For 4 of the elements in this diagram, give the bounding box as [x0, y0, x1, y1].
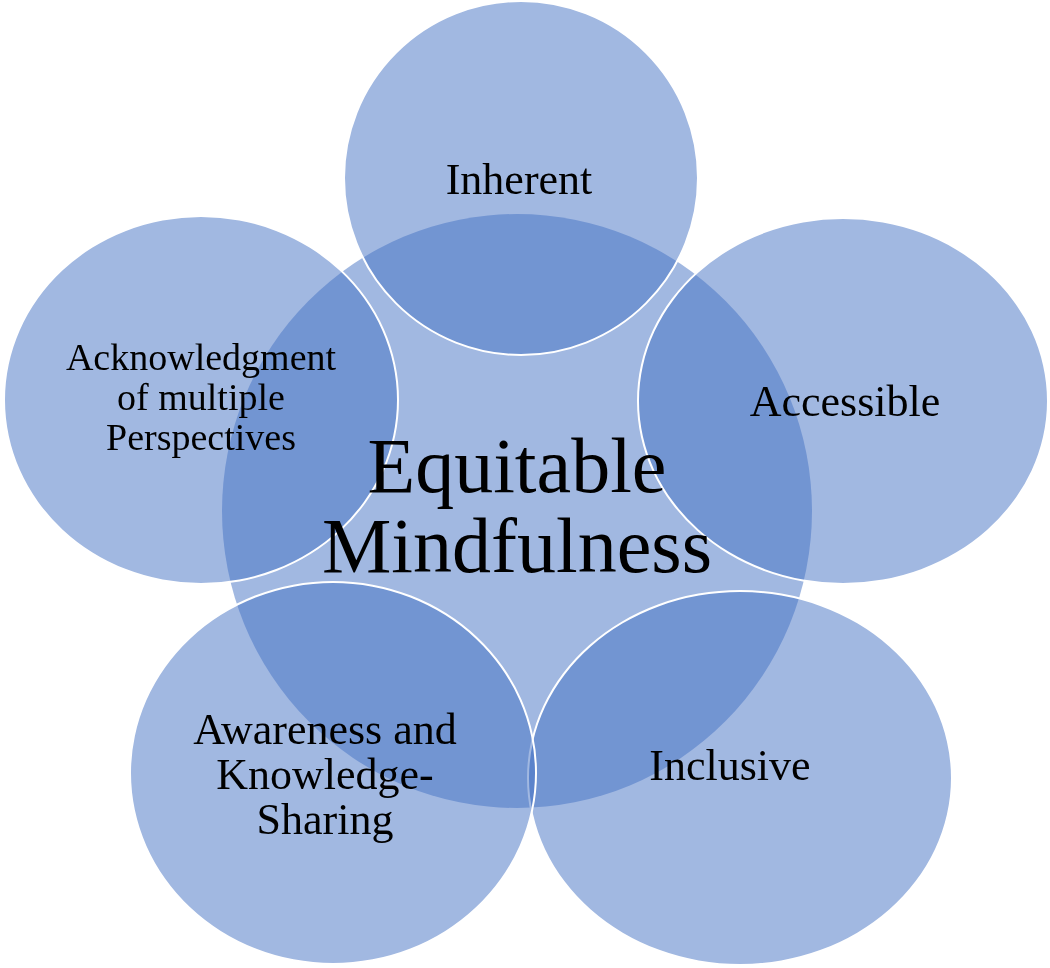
circle-label: Inherent: [444, 155, 594, 205]
circle-label: Awareness and Knowledge-Sharing: [192, 706, 458, 842]
circle-label: Accessible: [748, 377, 942, 427]
circle-label: Inclusive: [648, 741, 812, 791]
